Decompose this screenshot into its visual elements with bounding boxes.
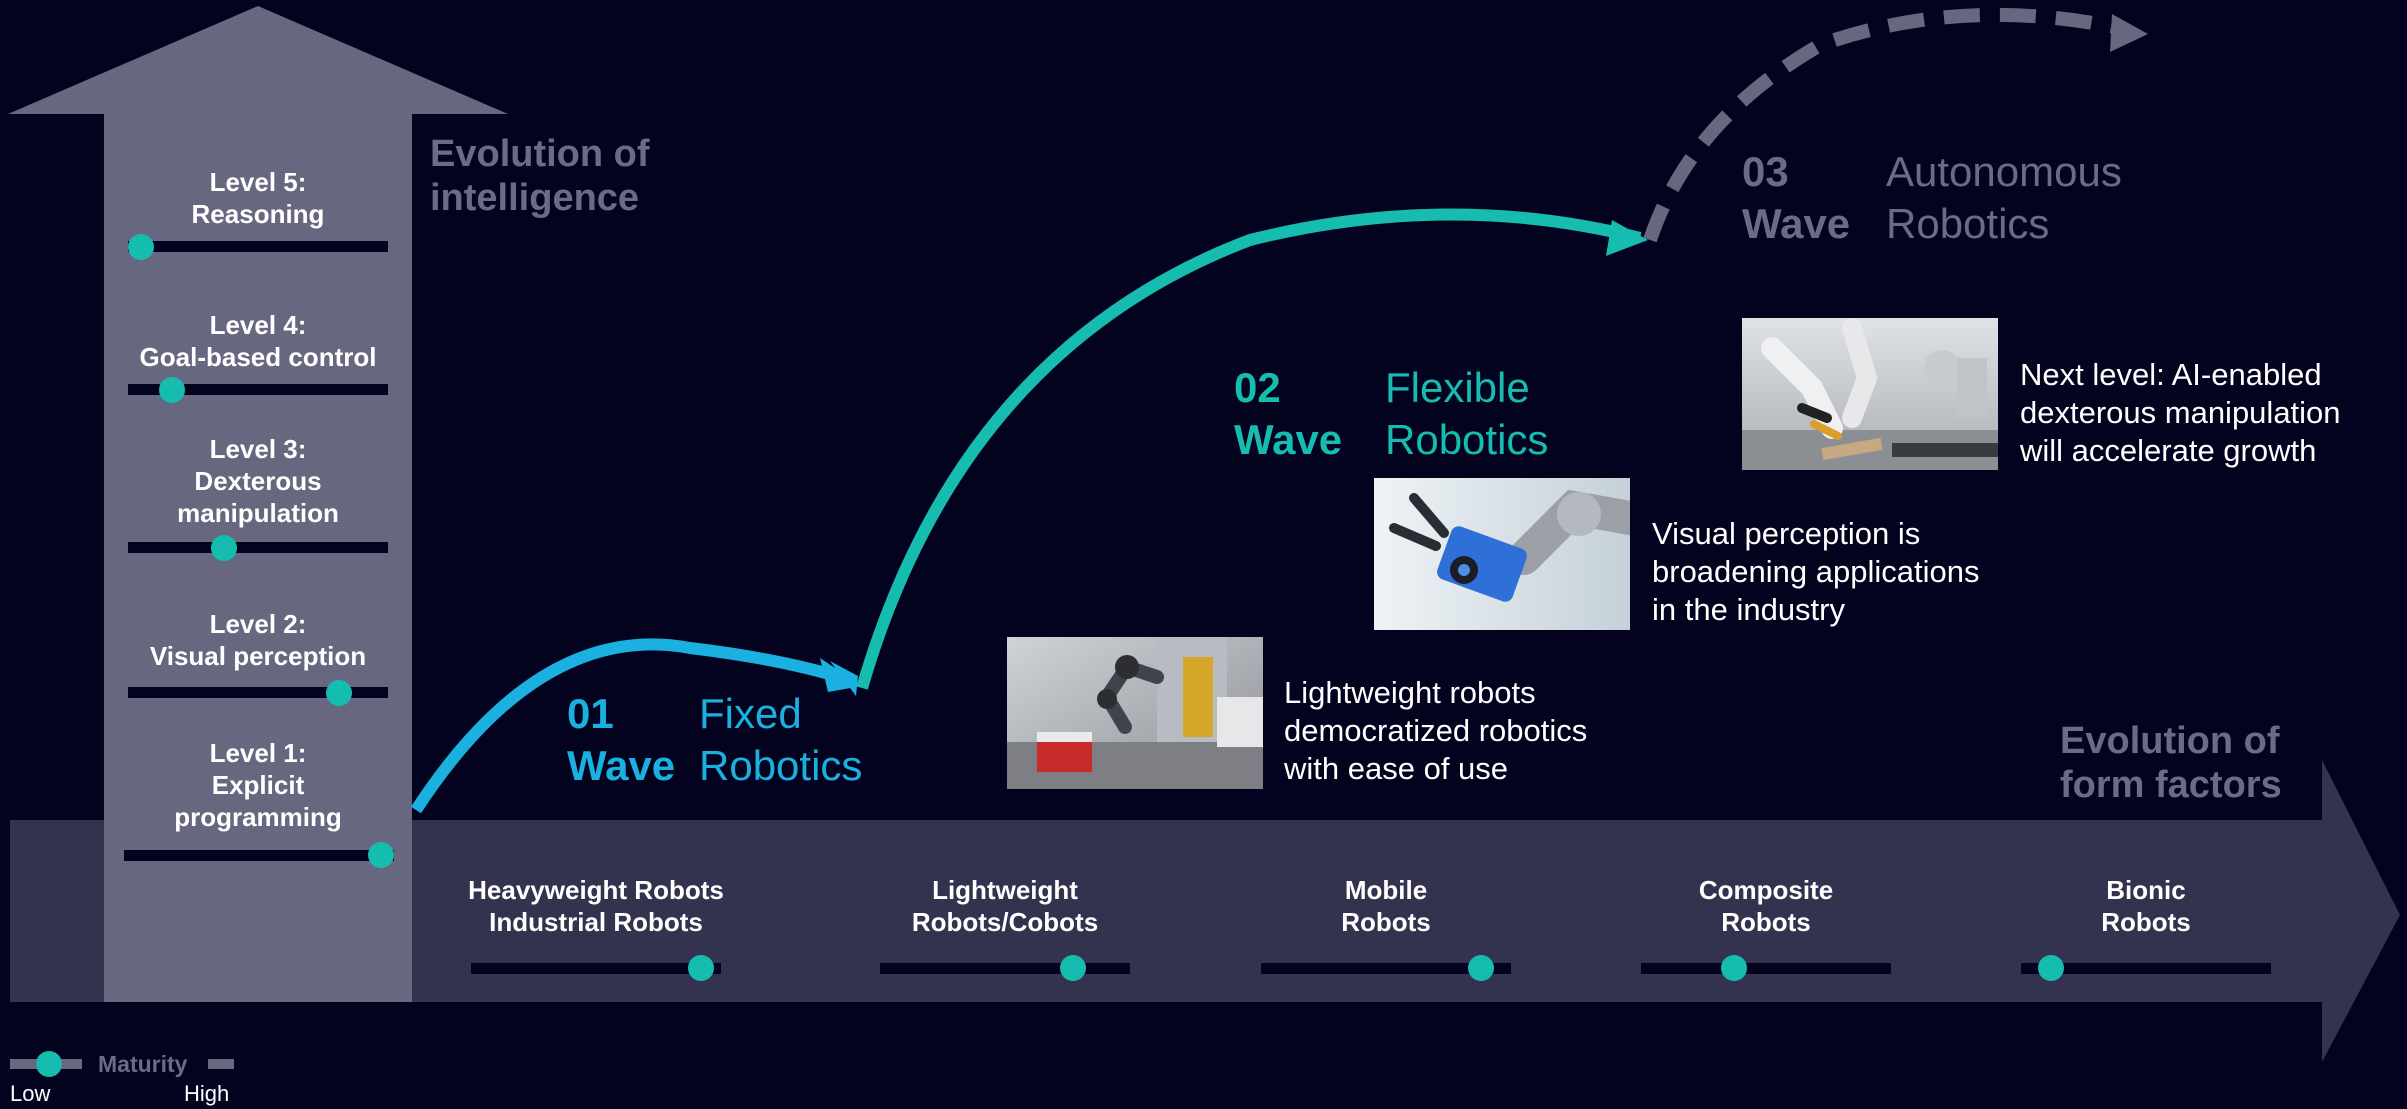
level-1-label: Level 1: Explicit programming <box>174 738 342 832</box>
legend-title: Maturity <box>98 1051 188 1077</box>
legend-track-right <box>208 1059 234 1069</box>
wave-01-number: 01 Wave <box>567 690 676 789</box>
form-factor-lightweight-track <box>880 963 1130 974</box>
level-1-maturity-dot <box>367 842 394 868</box>
wave-01-arrowhead-tip <box>820 658 862 692</box>
wave-01-name: Fixed Robotics <box>699 690 863 789</box>
wave-03-name: Autonomous Robotics <box>1886 148 2122 247</box>
level-2-maturity-dot <box>325 680 352 706</box>
level-5-track <box>128 241 388 252</box>
level-4-track <box>128 384 388 395</box>
form-factor-heavyweight-label: Heavyweight Robots Industrial Robots <box>468 875 724 937</box>
form-factor-lightweight-label: Lightweight Robots/Cobots <box>911 875 1099 937</box>
form-factor-composite-label: Composite Robots <box>1698 875 1834 937</box>
wave-03-number: 03 Wave <box>1742 148 1851 247</box>
description-next-level: Next level: AI-enabled dexterous manipul… <box>2020 357 2341 468</box>
intelligence-axis-title: Evolution of intelligence <box>430 133 650 219</box>
form-factor-mobile-track <box>1261 963 1511 974</box>
cobot-photo <box>1007 637 1263 789</box>
legend-low-label: Low <box>10 1081 51 1106</box>
form-factor-axis-title: Evolution of form factors <box>2060 720 2282 806</box>
description-visual-perception: Visual perception is broadening applicat… <box>1652 516 1980 627</box>
legend-maturity-dot <box>36 1051 62 1077</box>
legend-high-label: High <box>184 1081 230 1106</box>
level-4-label: Level 4: Goal-based control <box>139 310 377 372</box>
wave-02-curve <box>856 208 1642 690</box>
form-factor-arrow <box>10 760 2400 1062</box>
form-factor-heavyweight-track <box>471 963 721 974</box>
wave-02-name: Flexible Robotics <box>1385 364 1549 463</box>
level-3-label: Level 3: Dexterous manipulation <box>177 434 339 528</box>
robot-hands-photo <box>1742 318 1998 470</box>
form-factor-mobile-label: Mobile Robots <box>1341 875 1431 937</box>
level-5-label: Level 5: Reasoning <box>191 167 325 229</box>
level-4-maturity-dot <box>159 377 186 403</box>
level-2-track <box>128 687 388 698</box>
description-lightweight-robots: Lightweight robots democratized robotics… <box>1284 675 1588 786</box>
form-factor-composite-maturity-dot <box>1720 955 1747 981</box>
level-1-track <box>124 850 394 861</box>
form-factor-lightweight-maturity-dot <box>1059 955 1086 981</box>
level-3-maturity-dot <box>211 535 238 561</box>
level-5-maturity-dot <box>128 234 154 260</box>
form-factor-heavyweight-maturity-dot <box>688 955 714 981</box>
wave-03-arrowhead <box>2110 14 2148 52</box>
wave-03-curve <box>1643 7 2122 243</box>
robot-gripper-camera-photo <box>1374 478 1630 630</box>
form-factor-bionic-track <box>2021 963 2271 974</box>
form-factor-composite-track <box>1641 963 1891 974</box>
wave-02-number: 02 Wave <box>1234 364 1343 463</box>
form-factor-mobile-maturity-dot <box>1468 955 1494 981</box>
wave-01-curve <box>410 638 857 814</box>
level-3-track <box>128 542 388 553</box>
form-factor-bionic-label: Bionic Robots <box>2101 875 2191 937</box>
level-2-label: Level 2: Visual perception <box>149 609 367 671</box>
form-factor-bionic-maturity-dot <box>2038 955 2064 981</box>
wave-02-arrowhead <box>1606 220 1648 256</box>
